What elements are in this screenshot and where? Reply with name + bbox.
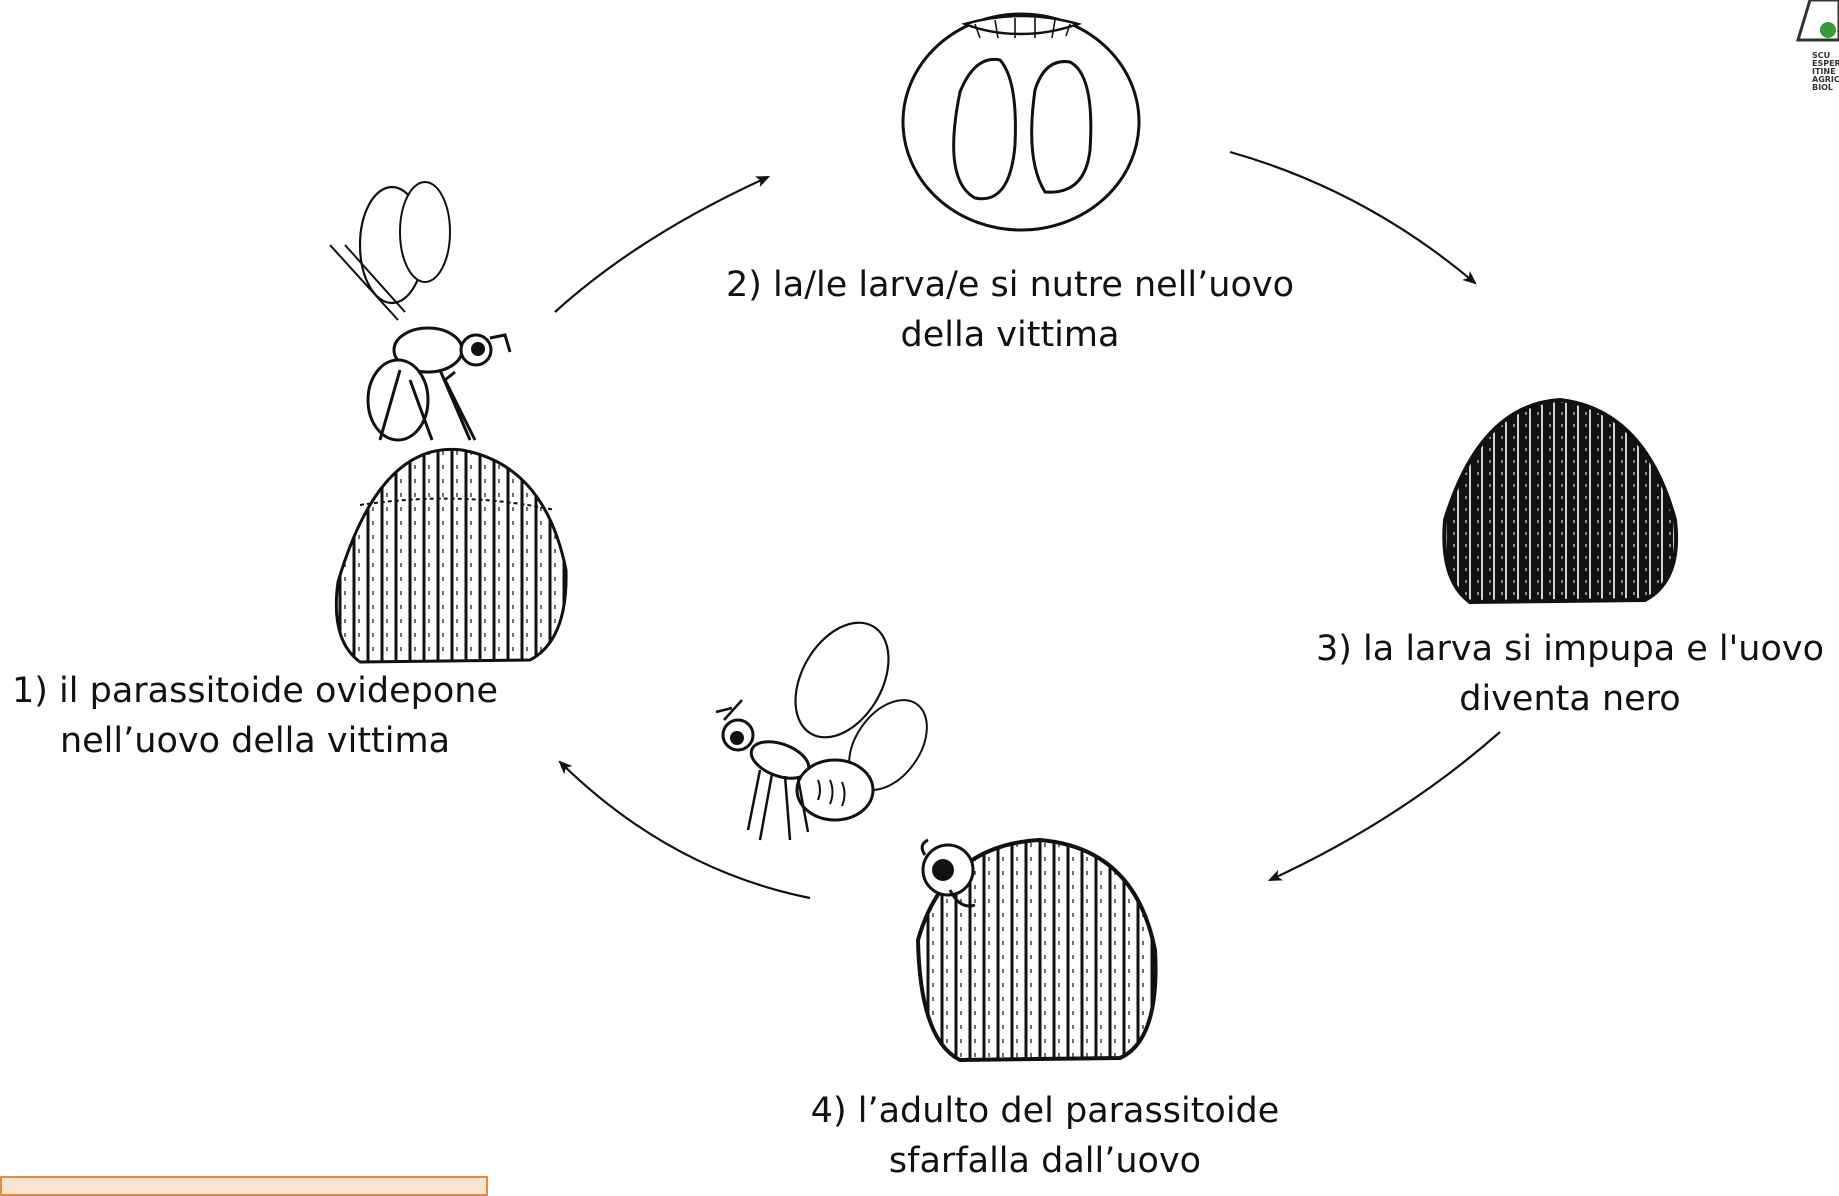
step-3-line-2: diventa nero: [1310, 674, 1830, 724]
step-4-label: 4) l’adulto del parassitoide sfarfalla d…: [745, 1086, 1345, 1186]
step-1-label: 1) il parassitoide ovidepone nell’uovo d…: [0, 666, 510, 766]
emerging-adult-illustration: [918, 840, 1156, 1060]
step-4-line-1: 4) l’adulto del parassitoide: [745, 1086, 1345, 1136]
larvae-in-egg-illustration: [903, 14, 1139, 230]
step-3-line-1: 3) la larva si impupa e l'uovo: [1310, 624, 1830, 674]
step-1-line-1: 1) il parassitoide ovidepone: [0, 666, 510, 716]
note-box: [0, 1176, 488, 1196]
arrow-4-to-1: [560, 762, 810, 898]
step-1-line-2: nell’uovo della vittima: [0, 716, 510, 766]
flying-wasp-illustration: [716, 606, 943, 840]
step-2-label: 2) la/le larva/e si nutre nell’uovo dell…: [700, 260, 1320, 360]
black-egg-illustration: [1444, 400, 1676, 602]
logo-mark: [1798, 0, 1839, 40]
step-2-line-2: della vittima: [700, 310, 1320, 360]
step-4-line-2: sfarfalla dall’uovo: [745, 1136, 1345, 1186]
logo-text: SCU ESPERI ITINE AGRIC BIOL: [1812, 52, 1839, 92]
step-2-line-1: 2) la/le larva/e si nutre nell’uovo: [700, 260, 1320, 310]
wasp-on-egg-illustration: [330, 182, 566, 662]
step-3-label: 3) la larva si impupa e l'uovo diventa n…: [1310, 624, 1830, 724]
arrow-3-to-4: [1270, 732, 1500, 880]
logo-line-5: BIOL: [1812, 84, 1839, 92]
